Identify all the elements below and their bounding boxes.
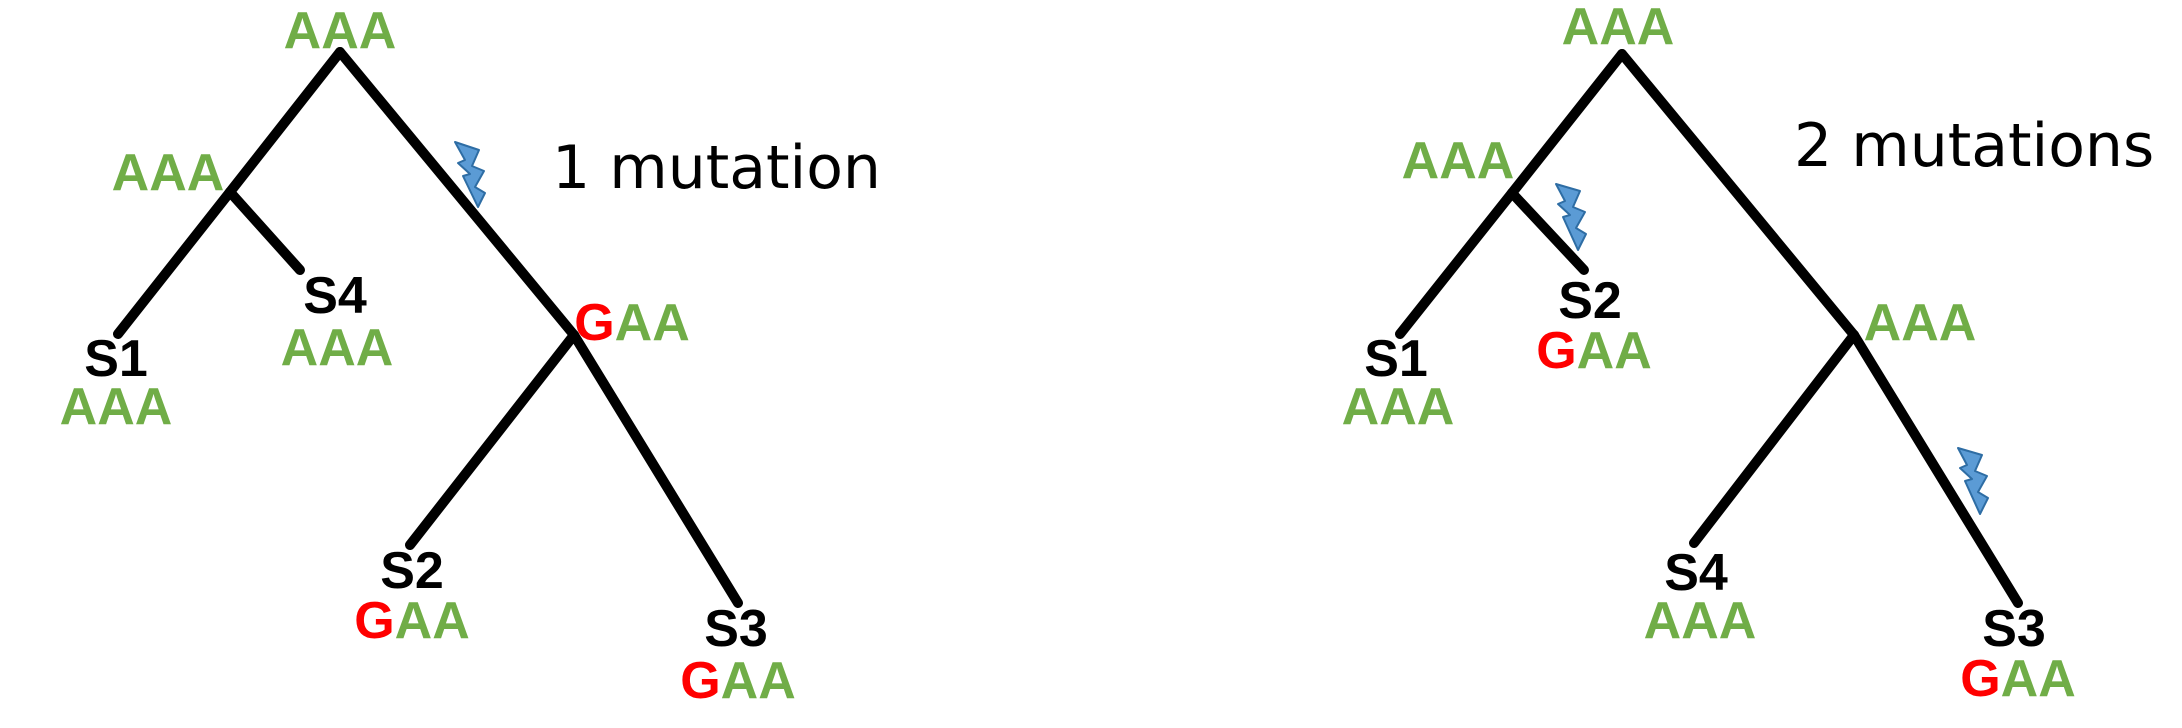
matching-base: A xyxy=(321,2,359,60)
sequence-S2: GAA xyxy=(354,592,470,650)
matching-base: A xyxy=(432,592,470,650)
leaf-label-S4: S4 xyxy=(303,267,367,325)
branch-left-internal-to-S1 xyxy=(1395,188,1517,339)
lightning-bolt-icon xyxy=(454,141,486,208)
sequence-S1: AAA xyxy=(60,378,173,436)
matching-base: A xyxy=(1614,322,1652,380)
leaf-label-S2: S2 xyxy=(380,542,444,600)
sequence-right-internal: GAA xyxy=(574,294,690,352)
mutant-base: G xyxy=(680,652,720,710)
matching-base: A xyxy=(1681,592,1719,650)
sequence-S2: GAA xyxy=(1536,322,1652,380)
leaf-label-S4: S4 xyxy=(1664,544,1728,602)
matching-base: A xyxy=(2001,650,2039,708)
matching-base: A xyxy=(281,319,319,377)
mutation-count-caption: 1 mutation xyxy=(552,133,881,203)
branch-root-to-right-internal xyxy=(335,47,579,340)
sequence-left-internal: AAA xyxy=(1402,132,1515,190)
matching-base: A xyxy=(359,2,397,60)
sequence-right-internal: AAA xyxy=(1864,294,1977,352)
tree-branches xyxy=(1395,49,2023,608)
matching-base: A xyxy=(758,652,796,710)
matching-base: A xyxy=(1402,132,1440,190)
matching-base: A xyxy=(2038,650,2076,708)
matching-base: A xyxy=(1417,378,1455,436)
sequence-S1: AAA xyxy=(1342,378,1455,436)
branch-left-internal-to-S2 xyxy=(1507,188,1589,275)
branch-right-internal-to-S4 xyxy=(1689,330,1859,548)
matching-base: A xyxy=(1379,378,1417,436)
mutant-base: G xyxy=(354,592,394,650)
matching-base: A xyxy=(1637,0,1675,56)
matching-base: A xyxy=(1577,322,1615,380)
matching-base: A xyxy=(60,378,98,436)
matching-base: A xyxy=(318,319,356,377)
matching-base: A xyxy=(1901,294,1939,352)
mutant-base: G xyxy=(1536,322,1576,380)
matching-base: A xyxy=(187,144,225,202)
leaf-label-S3: S3 xyxy=(1982,600,2046,658)
sequence-root: AAA xyxy=(284,2,397,60)
sequence-S3: GAA xyxy=(1960,650,2076,708)
matching-base: A xyxy=(97,378,135,436)
sequence-S4: AAA xyxy=(281,319,394,377)
tree-two-mutations: AAA AAA AAA S1 AAA S2 GAA S4 AAA S3 GAA … xyxy=(1342,0,2155,708)
branch-right-internal-to-S3 xyxy=(569,330,743,608)
matching-base: A xyxy=(149,144,187,202)
matching-base: A xyxy=(1644,592,1682,650)
lightning-bolt-icon xyxy=(1957,447,1989,515)
branch-left-internal-to-S4 xyxy=(225,187,305,275)
matching-base: A xyxy=(356,319,394,377)
mutant-base: G xyxy=(1960,650,2000,708)
branch-root-to-left-internal xyxy=(1507,49,1627,198)
sequence-root: AAA xyxy=(1562,0,1675,56)
matching-base: A xyxy=(1562,0,1600,56)
matching-base: A xyxy=(1599,0,1637,56)
branch-root-to-left-internal xyxy=(225,47,345,197)
matching-base: A xyxy=(135,378,173,436)
matching-base: A xyxy=(1719,592,1757,650)
sequence-S4: AAA xyxy=(1644,592,1757,650)
leaf-label-S2: S2 xyxy=(1558,272,1622,330)
matching-base: A xyxy=(112,144,150,202)
branch-right-internal-to-S2 xyxy=(405,330,579,550)
mutation-count-caption: 2 mutations xyxy=(1794,111,2154,181)
branch-root-to-right-internal xyxy=(1617,49,1859,340)
leaf-label-S1: S1 xyxy=(84,330,148,388)
matching-base: A xyxy=(1864,294,1902,352)
leaf-label-S1: S1 xyxy=(1364,330,1428,388)
matching-base: A xyxy=(1939,294,1977,352)
matching-base: A xyxy=(1439,132,1477,190)
tree-one-mutation: AAA AAA GAA S1 AAA S4 AAA S2 GAA S3 GAA … xyxy=(60,2,881,710)
sequence-left-internal: AAA xyxy=(112,144,225,202)
matching-base: A xyxy=(1342,378,1380,436)
matching-base: A xyxy=(615,294,653,352)
tree-branches xyxy=(113,47,743,608)
branch-right-internal-to-S3 xyxy=(1849,330,2023,608)
branch-left-internal-to-S1 xyxy=(113,187,235,339)
matching-base: A xyxy=(395,592,433,650)
matching-base: A xyxy=(284,2,322,60)
matching-base: A xyxy=(721,652,759,710)
mutant-base: G xyxy=(574,294,614,352)
sequence-S3: GAA xyxy=(680,652,796,710)
matching-base: A xyxy=(1477,132,1515,190)
lightning-bolt-icon xyxy=(1555,183,1587,251)
leaf-label-S3: S3 xyxy=(704,600,768,658)
matching-base: A xyxy=(652,294,690,352)
